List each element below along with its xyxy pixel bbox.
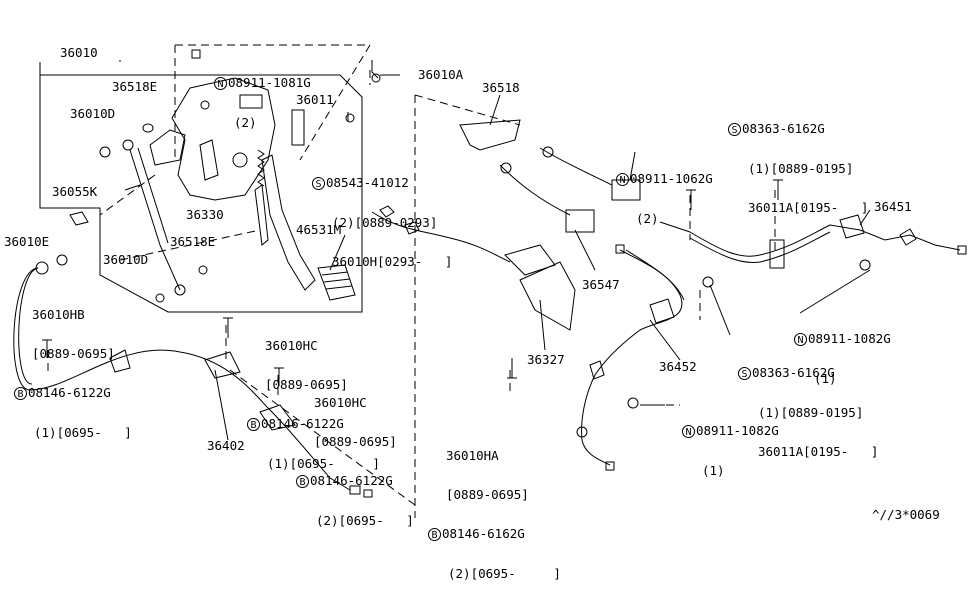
label-leaders	[119, 60, 871, 441]
part-label-36402: 36402	[207, 438, 245, 453]
part-label-36518E-top: 36518E	[112, 79, 158, 94]
part-label-36010E: 36010E	[4, 234, 50, 249]
part-label-36055K: 36055K	[52, 184, 98, 199]
screw-symbol-icon: S	[738, 367, 751, 380]
bolt-symbol-icon: B	[14, 387, 27, 400]
part-label-36330: 36330	[186, 207, 224, 222]
part-label-36518E-mid: 36518E	[170, 234, 216, 249]
spring	[257, 149, 265, 187]
gas-strut	[122, 139, 186, 296]
nut-symbol-icon: N	[794, 333, 807, 346]
parking-brake-diagram	[13, 44, 967, 518]
part-label-36010A: 36010A	[418, 67, 464, 82]
part-label-36452: 36452	[659, 359, 697, 374]
upper-cable	[459, 119, 641, 233]
part-label-36011: 36011	[296, 92, 334, 107]
pedal-arm	[254, 154, 356, 301]
dashed-leaders	[47, 44, 776, 518]
middle-cable	[371, 205, 576, 331]
screw-symbol-icon: S	[312, 177, 325, 190]
small-fasteners	[69, 49, 381, 303]
bolt-symbol-icon: B	[247, 418, 260, 431]
nut-symbol-icon: N	[682, 425, 695, 438]
footer-code: ^//3*0069	[872, 507, 940, 522]
pedal-bracket	[149, 77, 276, 201]
part-label-36010D-top: 36010D	[70, 106, 116, 121]
part-label-36518: 36518	[482, 80, 520, 95]
nut-symbol-icon: N	[214, 77, 227, 90]
rear-cable-right	[659, 214, 967, 271]
bolt-symbol-icon: B	[428, 528, 441, 541]
bolt-symbol-icon: B	[296, 475, 309, 488]
part-label-46531M: 46531M	[296, 222, 342, 237]
part-label-36451: 36451	[874, 199, 912, 214]
screw-symbol-icon: S	[728, 123, 741, 136]
part-label-36010: 36010	[60, 45, 98, 60]
part-label-36547: 36547	[582, 277, 620, 292]
bolts	[42, 179, 783, 386]
part-label-36327: 36327	[527, 352, 565, 367]
front-cable	[13, 254, 373, 498]
nut-symbol-icon: N	[616, 173, 629, 186]
part-label-36010D-mid: 36010D	[103, 252, 149, 267]
rear-cable-left	[576, 244, 714, 471]
